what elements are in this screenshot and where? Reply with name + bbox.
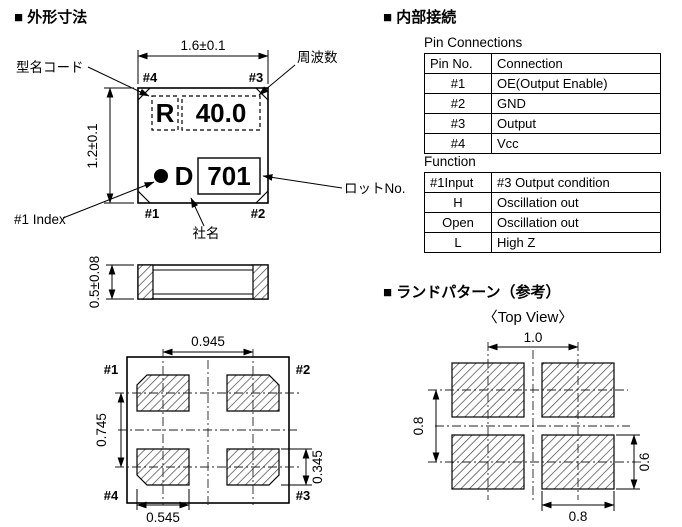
pin1-label: #1 bbox=[104, 362, 118, 377]
table-row: #1 OE(Output Enable) bbox=[424, 73, 661, 94]
outline-drawing: R 40.0 D 701 #4 #3 #1 #2 1.6±0.1 1.2±0.1 bbox=[14, 38, 406, 525]
pin1-index-dot bbox=[154, 169, 168, 183]
bottom-view-pin-labels: #1 #2 #4 #3 bbox=[104, 362, 310, 503]
dim-thickness-label: 0.5±0.08 bbox=[87, 256, 102, 308]
pin-connections-table: Pin No. Connection #1 OE(Output Enable) … bbox=[424, 53, 661, 154]
col-header-output-condition: #3 Output condition bbox=[491, 172, 661, 193]
pin1-label: #1 bbox=[145, 206, 159, 221]
connection-cell: Vcc bbox=[491, 133, 661, 154]
pin-no-cell: #4 bbox=[424, 133, 492, 154]
pin2-label: #2 bbox=[251, 206, 265, 221]
package-side-view bbox=[137, 264, 269, 300]
table-row: L High Z bbox=[424, 232, 661, 253]
pin-no-cell: #2 bbox=[424, 93, 492, 114]
land-centerlines bbox=[428, 342, 642, 502]
top-view-dimensions bbox=[104, 50, 269, 204]
bottom-view-dimensions bbox=[117, 348, 312, 510]
marking-frequency: 40.0 bbox=[196, 98, 247, 128]
marking-company: D bbox=[175, 161, 194, 191]
col-header-pin-no: Pin No. bbox=[424, 53, 492, 74]
table-header-row: Pin No. Connection bbox=[424, 53, 661, 74]
lot-box bbox=[197, 157, 261, 195]
table-row: #2 GND bbox=[424, 93, 661, 114]
output-cell: Oscillation out bbox=[491, 192, 661, 213]
function-title: Function bbox=[424, 154, 476, 169]
frequency-box bbox=[181, 95, 261, 131]
dim-height-label: 1.2±0.1 bbox=[85, 124, 100, 169]
side-electrode-right bbox=[252, 264, 269, 300]
dim-pad-pitch-x-label: 0.945 bbox=[191, 334, 225, 349]
label-frequency: 周波数 bbox=[297, 50, 338, 65]
package-markings: R 40.0 D 701 bbox=[156, 98, 251, 191]
connection-cell: GND bbox=[491, 93, 661, 114]
section-title-internal: ■ 内部接続 bbox=[383, 9, 457, 26]
dim-pad-width-label: 0.545 bbox=[146, 510, 180, 525]
land-dimensions bbox=[432, 343, 640, 511]
output-cell: High Z bbox=[491, 232, 661, 253]
side-view-dimensions bbox=[106, 264, 134, 300]
col-header-input: #1Input bbox=[424, 172, 492, 193]
pin3-label: #3 bbox=[296, 488, 310, 503]
table-row: H Oscillation out bbox=[424, 192, 661, 213]
pin-no-cell: #3 bbox=[424, 113, 492, 134]
table-row: #3 Output bbox=[424, 113, 661, 134]
corner-chamfer bbox=[255, 190, 269, 204]
top-view-pin-labels: #4 #3 #1 #2 bbox=[143, 70, 265, 221]
pin2-label: #2 bbox=[296, 362, 310, 377]
table-row: Open Oscillation out bbox=[424, 212, 661, 233]
label-pin1-index: #1 Index bbox=[14, 212, 66, 227]
label-company: 社名 bbox=[193, 226, 220, 241]
output-cell: Oscillation out bbox=[491, 212, 661, 233]
land-dim-pad-width-label: 0.8 bbox=[569, 509, 588, 524]
function-table: #1Input #3 Output condition H Oscillatio… bbox=[424, 172, 661, 253]
marking-lot: 701 bbox=[207, 161, 250, 191]
table-row: #4 Vcc bbox=[424, 133, 661, 154]
land-dim-pitch-x-label: 1.0 bbox=[524, 330, 543, 345]
section-title-land-pattern: ■ ランドパターン（参考） bbox=[383, 284, 561, 301]
side-electrode-left bbox=[137, 264, 154, 300]
land-pattern-top-view-label: 〈Top View〉 bbox=[482, 309, 574, 326]
table-header-row: #1Input #3 Output condition bbox=[424, 172, 661, 193]
dim-pad-pitch-y-label: 0.745 bbox=[94, 413, 109, 447]
corner-chamfer bbox=[137, 190, 151, 204]
col-header-connection: Connection bbox=[491, 53, 661, 74]
bottom-view-centerlines bbox=[115, 349, 300, 508]
pin-no-cell: #1 bbox=[424, 73, 492, 94]
label-lot-no: ロットNo. bbox=[344, 181, 406, 196]
model-code-box bbox=[151, 95, 179, 131]
input-cell: Open bbox=[424, 212, 492, 233]
connection-cell: Output bbox=[491, 113, 661, 134]
input-cell: L bbox=[424, 232, 492, 253]
pin4-label: #4 bbox=[104, 488, 119, 503]
dim-pad-height-label: 0.345 bbox=[310, 450, 325, 484]
input-cell: H bbox=[424, 192, 492, 213]
pin-connections-title: Pin Connections bbox=[424, 35, 523, 50]
package-top-view bbox=[137, 87, 269, 204]
land-dim-pad-height-label: 0.6 bbox=[637, 453, 652, 472]
section-title-outline: ■ 外形寸法 bbox=[14, 9, 88, 26]
land-dim-pitch-y-label: 0.8 bbox=[411, 417, 426, 436]
top-view-leaders bbox=[62, 64, 343, 227]
pin3-label: #3 bbox=[249, 70, 263, 85]
connection-cell: OE(Output Enable) bbox=[491, 73, 661, 94]
pin4-label: #4 bbox=[143, 70, 158, 85]
label-model-code: 型名コード bbox=[16, 60, 84, 75]
land-pattern-drawing: 1.0 0.8 0.6 0.8 bbox=[411, 330, 652, 524]
marking-model-code: R bbox=[156, 98, 175, 128]
dim-width-label: 1.6±0.1 bbox=[181, 38, 226, 53]
